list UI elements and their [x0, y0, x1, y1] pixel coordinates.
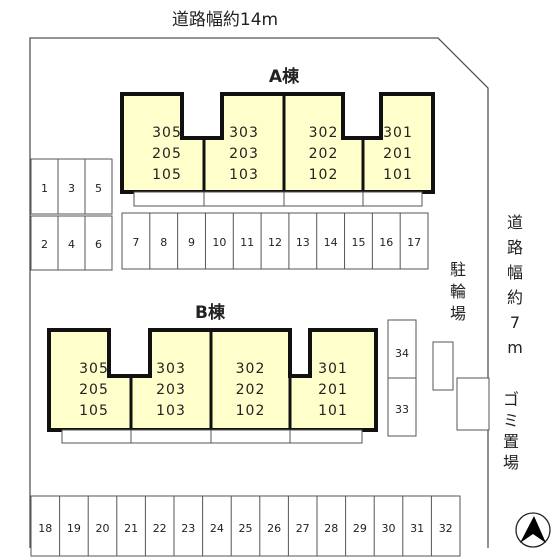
parking-space-number: 15	[351, 236, 365, 249]
unit-number: 101	[318, 403, 348, 419]
parking-space-number: 3	[68, 182, 75, 195]
building-a-label: A棟	[269, 66, 300, 87]
parking-space-number: 11	[240, 236, 254, 249]
parking-space-number: 34	[395, 347, 409, 360]
north-arrow-icon	[515, 512, 551, 548]
unit-number: 301	[383, 125, 413, 141]
unit-number: 203	[156, 382, 186, 398]
parking-space-number: 32	[439, 522, 453, 535]
unit-number: 305	[152, 125, 182, 141]
parking-space-number: 27	[296, 522, 310, 535]
unit-number: 302	[309, 125, 339, 141]
parking-west-bottom: 2 4 6	[30, 215, 113, 271]
unit-number: 201	[383, 146, 413, 162]
building-a: 305 205 105 303 203 103 302 202 102 301 201 101	[120, 92, 435, 194]
parking-space-number: 33	[395, 403, 409, 416]
parking-space-number: 2	[41, 238, 48, 251]
parking-space-number: 24	[210, 522, 224, 535]
unit-number: 103	[156, 403, 186, 419]
unit-number: 105	[79, 403, 109, 419]
property-boundary	[29, 37, 489, 548]
parking-space-number: 20	[96, 522, 110, 535]
parking-space-number: 30	[382, 522, 396, 535]
unit-number: 205	[152, 146, 182, 162]
parking-space-number: 14	[324, 236, 338, 249]
parking-space-number: 5	[95, 182, 102, 195]
building-b-balcony	[61, 429, 363, 444]
unit-number: 201	[318, 382, 348, 398]
parking-space-number: 4	[68, 238, 75, 251]
unit-number: 302	[236, 361, 266, 377]
parking-space-number: 28	[324, 522, 338, 535]
unit-number: 205	[79, 382, 109, 398]
parking-bottom-row: 18 19 20 21 22 23 24 25 26 27 28 29 30 31 32	[30, 495, 461, 557]
unit-number: 102	[236, 403, 266, 419]
building-a-balcony	[133, 191, 423, 207]
bicycle-parking: 駐輪場	[432, 260, 466, 391]
unit-number: 301	[318, 361, 348, 377]
north-road-label: 道路幅約14m	[172, 10, 278, 30]
parking-space-number: 18	[38, 522, 52, 535]
parking-space-number: 10	[212, 236, 226, 249]
unit-number: 303	[229, 125, 259, 141]
building-b: 305 205 105 303 203 103 302 202 102 301 201 101	[47, 328, 378, 432]
building-b-label: B棟	[195, 302, 226, 323]
parking-space-number: 13	[296, 236, 310, 249]
unit-number: 202	[236, 382, 266, 398]
parking-space-number: 1	[41, 182, 48, 195]
bicycle-parking-label: 駐輪場	[450, 260, 466, 323]
parking-space-number: 23	[181, 522, 195, 535]
unit-number: 105	[152, 167, 182, 183]
parking-space-number: 19	[67, 522, 81, 535]
unit-number: 202	[309, 146, 339, 162]
parking-space-number: 25	[239, 522, 253, 535]
unit-number: 203	[229, 146, 259, 162]
parking-space-number: 7	[132, 236, 139, 249]
parking-space-number: 12	[268, 236, 282, 249]
unit-number: 102	[309, 167, 339, 183]
unit-number: 303	[156, 361, 186, 377]
garbage-area: ゴミ置場	[456, 377, 519, 472]
parking-space-number: 29	[353, 522, 367, 535]
parking-east-column: 34 33	[387, 319, 417, 437]
parking-space-number: 6	[95, 238, 102, 251]
parking-space-number: 17	[407, 236, 421, 249]
unit-number: 305	[79, 361, 109, 377]
parking-space-number: 31	[410, 522, 424, 535]
parking-space-number: 9	[188, 236, 195, 249]
unit-number: 101	[383, 167, 413, 183]
parking-middle-row: 7 8 9 10 11 12 13 14 15 16 17	[121, 212, 429, 270]
parking-west-top: 1 3 5	[30, 158, 113, 215]
parking-space-number: 22	[153, 522, 167, 535]
parking-space-number: 26	[267, 522, 281, 535]
parking-space-number: 21	[124, 522, 138, 535]
garbage-area-label: ゴミ置場	[503, 390, 519, 472]
parking-space-number: 16	[379, 236, 393, 249]
parking-space-number: 8	[160, 236, 167, 249]
unit-number: 103	[229, 167, 259, 183]
